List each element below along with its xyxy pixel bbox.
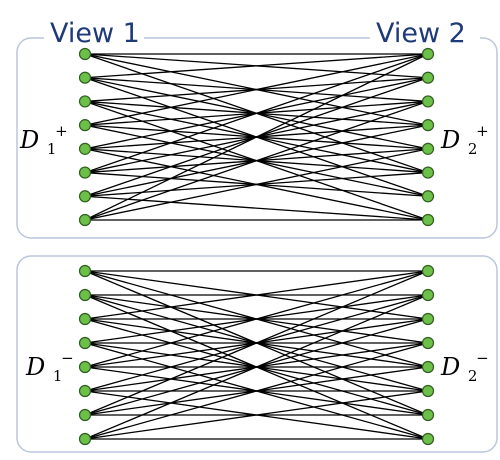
negative-view2-node-6 xyxy=(421,408,435,422)
negative-edge-2-0 xyxy=(84,270,429,320)
d2-minus-label: D 2 − xyxy=(440,349,489,387)
d1-plus-sub: 1 xyxy=(47,140,57,158)
positive-edge-3-0 xyxy=(84,53,429,126)
positive-edges xyxy=(84,53,429,221)
positive-view1-node-6 xyxy=(78,190,92,203)
positive-view2-node-2 xyxy=(421,95,435,108)
negative-nodes xyxy=(78,264,435,446)
negative-view2-node-7 xyxy=(421,432,435,446)
positive-view2-node-4 xyxy=(421,142,435,155)
negative-group-panel xyxy=(16,255,498,453)
negative-view1-node-5 xyxy=(78,384,92,398)
negative-view2-node-5 xyxy=(421,384,435,398)
d1-minus-sub: 1 xyxy=(53,367,63,385)
negative-view2-node-0 xyxy=(421,264,435,278)
positive-view2-node-5 xyxy=(421,166,435,179)
negative-view2-node-2 xyxy=(421,312,435,326)
view-2-title-bg xyxy=(370,16,480,46)
positive-view2-node-1 xyxy=(421,71,435,84)
d2-plus-label: D 2 + xyxy=(440,122,489,160)
negative-view1-node-3 xyxy=(78,336,92,350)
view-1-title: View 1 xyxy=(50,18,140,49)
positive-view1-node-2 xyxy=(78,95,92,108)
view-1-title-bg xyxy=(44,16,144,46)
negative-view1-node-7 xyxy=(78,432,92,446)
d1-minus-label: D 1 − xyxy=(25,349,74,387)
positive-view1-node-0 xyxy=(78,47,92,61)
d1-minus-base: D xyxy=(25,353,45,381)
d2-plus-sub: 2 xyxy=(468,140,478,158)
negative-edge-7-3 xyxy=(84,342,429,440)
positive-view2-node-3 xyxy=(421,119,435,132)
negative-view1-node-4 xyxy=(78,360,92,374)
d2-minus-sub: 2 xyxy=(468,367,478,385)
positive-view2-node-6 xyxy=(421,190,435,203)
positive-view1-node-4 xyxy=(78,142,92,155)
positive-view1-node-3 xyxy=(78,119,92,132)
negative-view1-node-2 xyxy=(78,312,92,326)
negative-view2-node-4 xyxy=(421,360,435,374)
positive-edge-1-0 xyxy=(84,53,429,79)
d2-plus-base: D xyxy=(440,126,460,154)
positive-view1-node-5 xyxy=(78,166,92,179)
positive-edge-7-4 xyxy=(84,148,429,221)
negative-view1-node-6 xyxy=(78,408,92,422)
d2-minus-base: D xyxy=(440,353,460,381)
positive-view1-node-7 xyxy=(78,213,92,227)
positive-edge-5-0 xyxy=(84,53,429,174)
negative-view1-node-1 xyxy=(78,288,92,302)
negative-view2-node-3 xyxy=(421,336,435,350)
negative-view1-node-0 xyxy=(78,264,92,278)
d1-plus-label: D 1 + xyxy=(19,122,68,160)
negative-edges xyxy=(84,270,429,440)
d1-plus-sup: + xyxy=(55,122,68,140)
d2-minus-sup: − xyxy=(476,349,489,367)
negative-edge-6-0 xyxy=(84,270,429,416)
d2-plus-sup: + xyxy=(476,122,489,140)
negative-edge-7-1 xyxy=(84,294,429,440)
positive-view1-node-1 xyxy=(78,71,92,84)
negative-edge-7-5 xyxy=(84,390,429,440)
negative-view2-node-1 xyxy=(421,288,435,302)
d1-plus-base: D xyxy=(19,126,39,154)
positive-view2-node-7 xyxy=(421,213,435,227)
view-2-title: View 2 xyxy=(376,18,466,49)
positive-nodes xyxy=(78,47,435,227)
positive-edge-7-0 xyxy=(84,53,429,221)
negative-edge-4-0 xyxy=(84,270,429,368)
positive-edge-7-2 xyxy=(84,100,429,221)
d1-minus-sup: − xyxy=(61,349,74,367)
positive-view2-node-0 xyxy=(421,47,435,61)
